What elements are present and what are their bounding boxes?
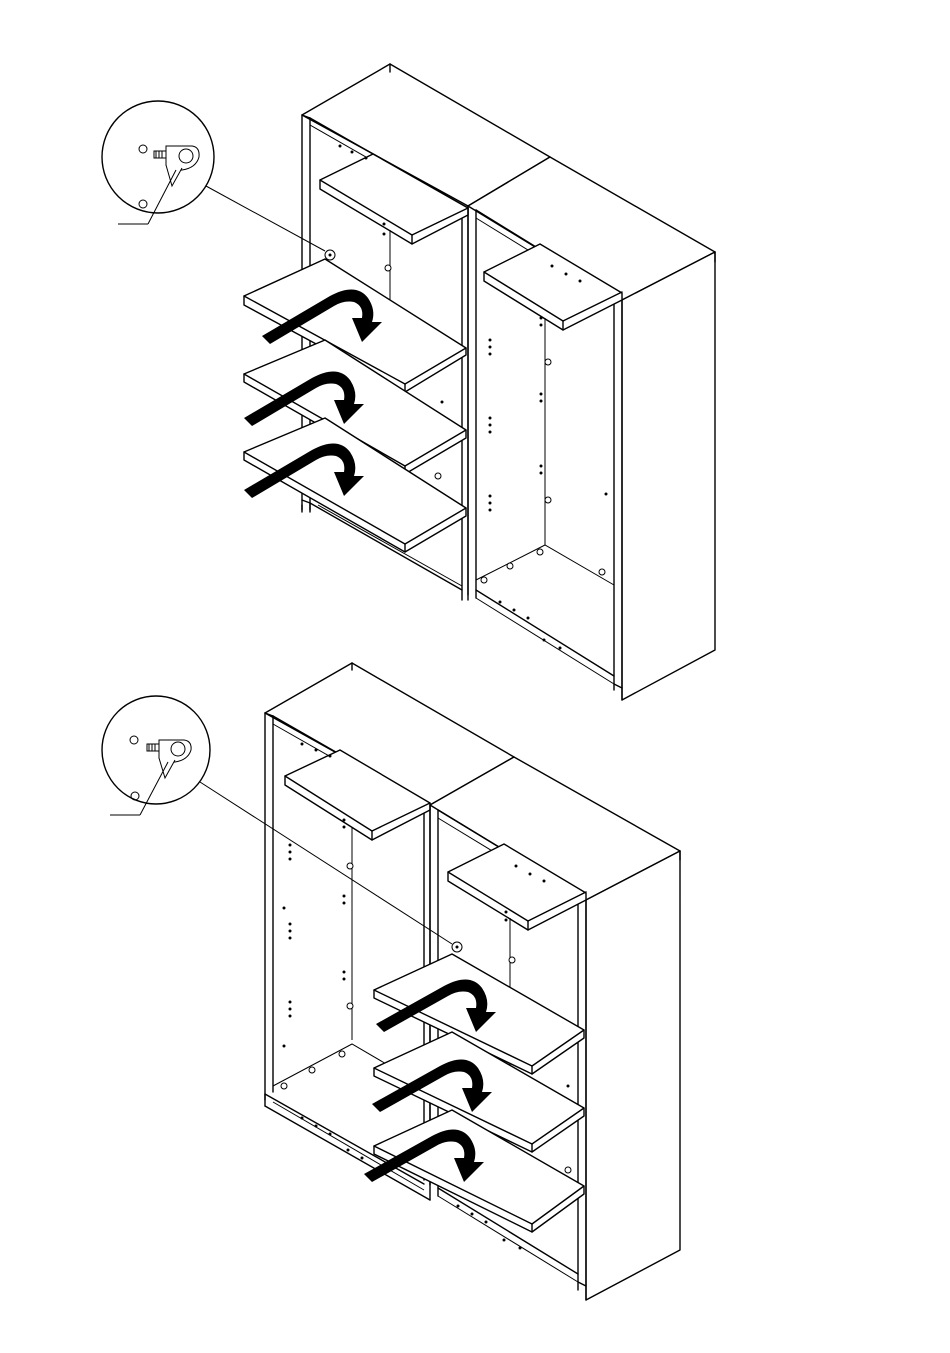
shelf-pin-detail-callout xyxy=(102,101,335,260)
step-left-section xyxy=(102,64,715,700)
shelf-pin-icon xyxy=(154,146,199,186)
pin-hole-icon xyxy=(130,736,138,744)
right-cabinet-side xyxy=(622,252,715,700)
callout-leader-line xyxy=(206,186,325,251)
shelf-pin-icon xyxy=(147,740,191,778)
step-right-section xyxy=(102,663,680,1300)
pin-hole-icon xyxy=(139,145,147,153)
